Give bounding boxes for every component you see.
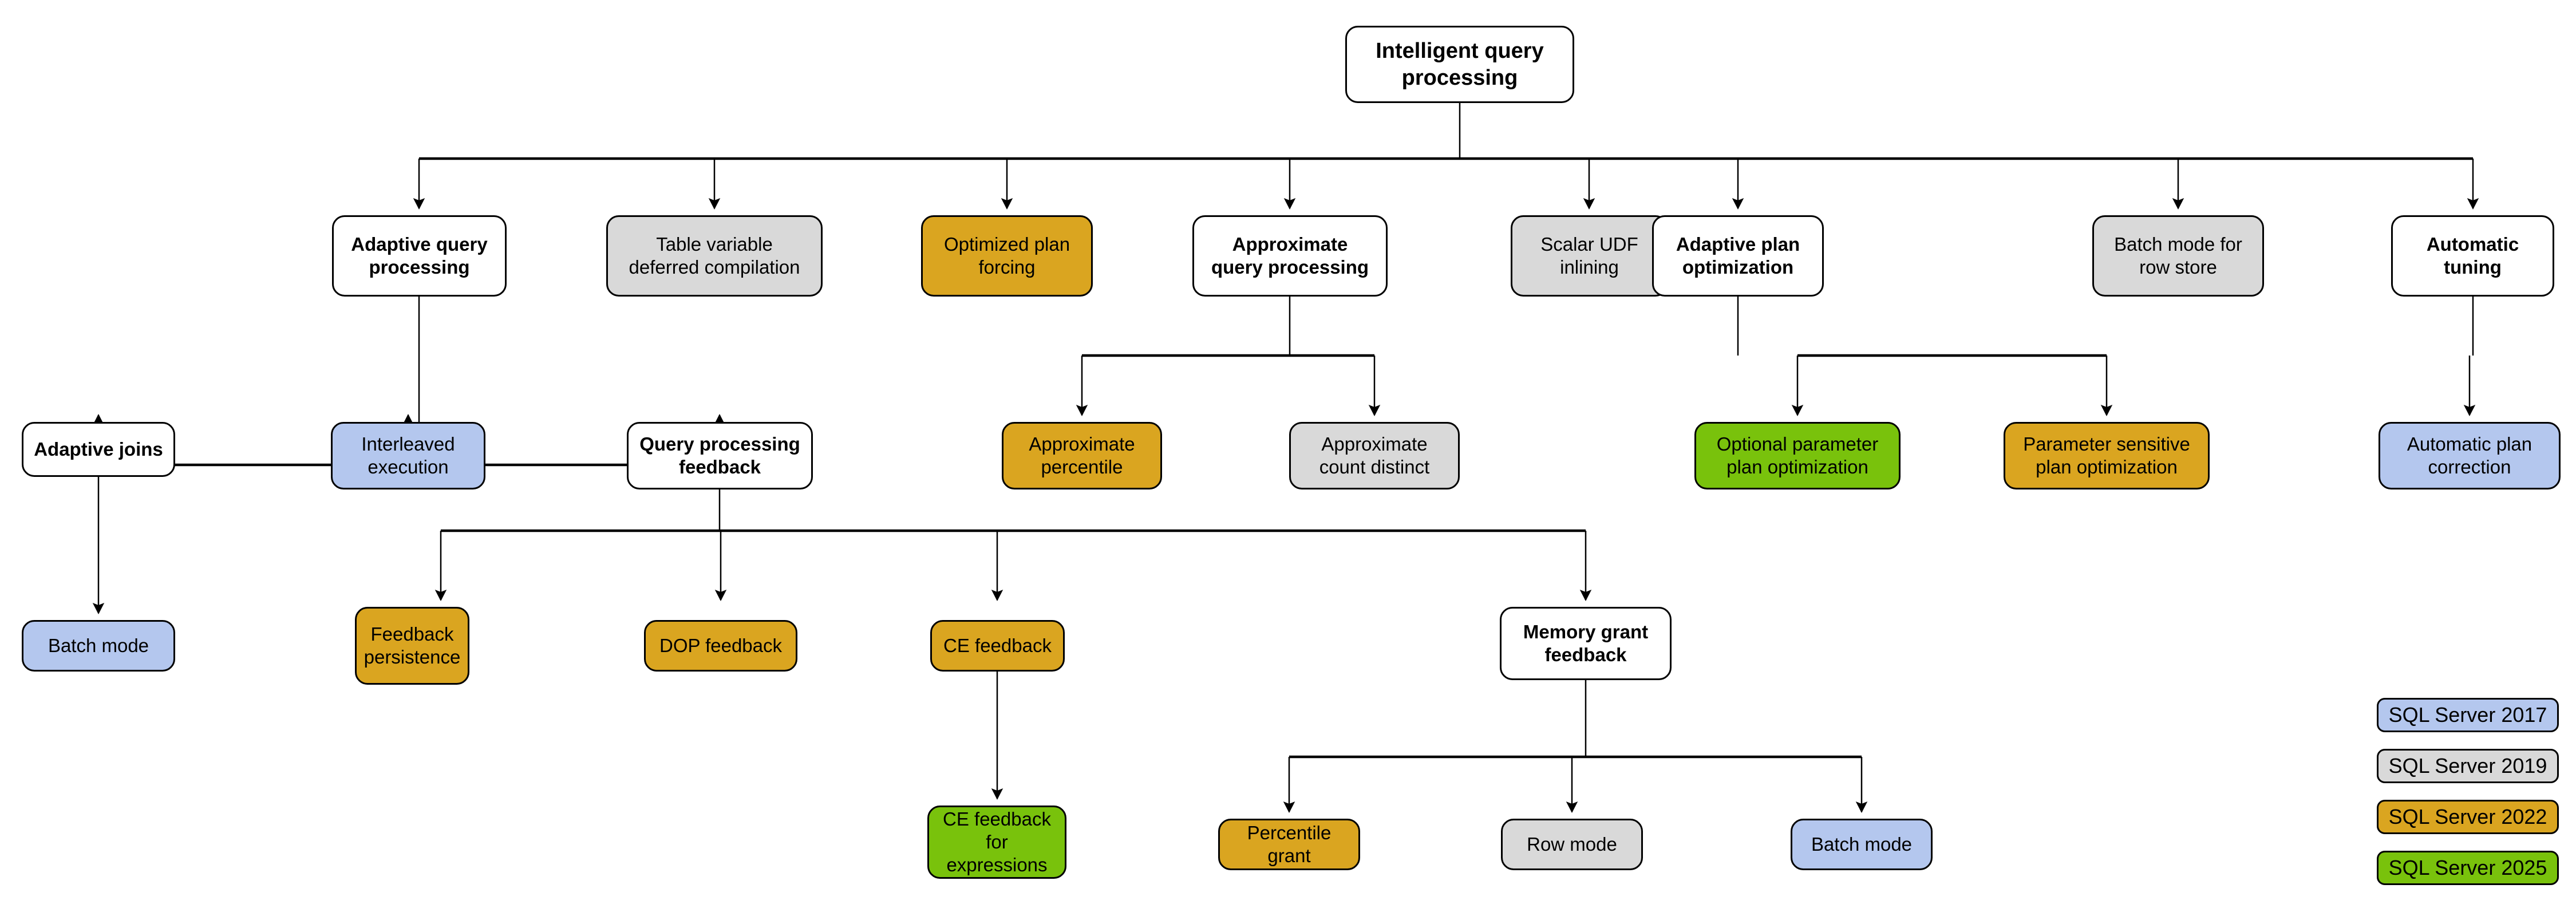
- node-ie[interactable]: Interleaved execution: [331, 422, 485, 489]
- node-apqp[interactable]: Approximate query processing: [1192, 215, 1388, 297]
- node-bmrs[interactable]: Batch mode for row store: [2092, 215, 2264, 297]
- node-apo[interactable]: Adaptive plan optimization: [1652, 215, 1824, 297]
- node-oppo[interactable]: Optional parameter plan optimization: [1694, 422, 1901, 489]
- node-root[interactable]: Intelligent query processing: [1345, 26, 1574, 103]
- node-fp[interactable]: Feedback persistence: [355, 607, 469, 685]
- node-acd[interactable]: Approximate count distinct: [1289, 422, 1460, 489]
- node-cef[interactable]: CE feedback: [930, 620, 1065, 672]
- node-mgf[interactable]: Memory grant feedback: [1500, 607, 1672, 680]
- node-sudf[interactable]: Scalar UDF inlining: [1511, 215, 1668, 297]
- node-bm1[interactable]: Batch mode: [22, 620, 175, 672]
- node-ap[interactable]: Approximate percentile: [1002, 422, 1162, 489]
- node-pspo[interactable]: Parameter sensitive plan optimization: [2004, 422, 2210, 489]
- node-opf[interactable]: Optimized plan forcing: [921, 215, 1093, 297]
- node-pg[interactable]: Percentile grant: [1218, 819, 1360, 870]
- node-tvdc[interactable]: Table variable deferred compilation: [606, 215, 823, 297]
- node-cefe[interactable]: CE feedback for expressions: [927, 806, 1066, 879]
- node-at[interactable]: Automatic tuning: [2391, 215, 2554, 297]
- node-aj[interactable]: Adaptive joins: [22, 422, 175, 477]
- legend-item-sql-server-2025: SQL Server 2025: [2377, 851, 2559, 885]
- node-apc[interactable]: Automatic plan correction: [2379, 422, 2561, 489]
- node-bm2[interactable]: Batch mode: [1791, 819, 1933, 870]
- legend-item-sql-server-2019: SQL Server 2019: [2377, 749, 2559, 783]
- node-rm[interactable]: Row mode: [1501, 819, 1643, 870]
- node-aqp[interactable]: Adaptive query processing: [332, 215, 507, 297]
- node-qpf[interactable]: Query processing feedback: [627, 422, 813, 489]
- legend-item-sql-server-2022: SQL Server 2022: [2377, 800, 2559, 834]
- legend-item-sql-server-2017: SQL Server 2017: [2377, 698, 2559, 732]
- node-dopf[interactable]: DOP feedback: [644, 620, 797, 672]
